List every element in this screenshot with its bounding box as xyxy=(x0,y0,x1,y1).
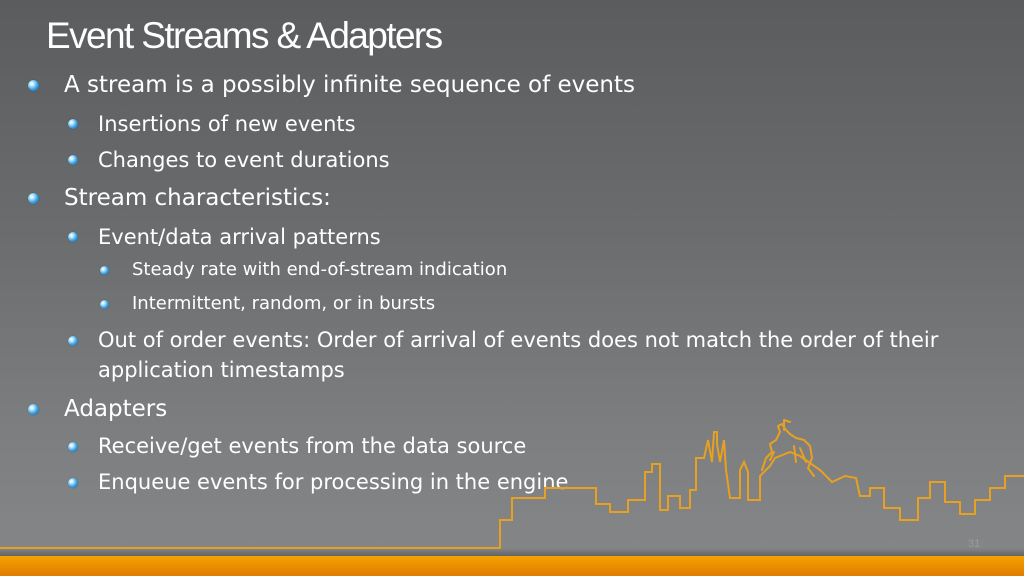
bullet-icon xyxy=(100,300,109,309)
bullet-icon xyxy=(100,266,109,275)
footer-shadow xyxy=(0,548,1024,556)
bullet-icon xyxy=(68,119,78,129)
bullet-text: Changes to event durations xyxy=(98,148,390,172)
bullet-text: Steady rate with end-of-stream indicatio… xyxy=(132,259,508,280)
slide-title: Event Streams & Adapters xyxy=(46,15,443,56)
bullet-icon xyxy=(28,193,39,204)
bullet-icon xyxy=(68,478,78,488)
bullet-text: A stream is a possibly infinite sequence… xyxy=(64,72,636,98)
footer-accent-bar xyxy=(0,556,1024,576)
bullet-text: Adapters xyxy=(64,396,168,422)
bullet-text: Stream characteristics: xyxy=(64,185,331,211)
bullet-text: Enqueue events for processing in the eng… xyxy=(98,470,569,494)
bullet-icon xyxy=(68,155,78,165)
bullet-text: Receive/get events from the data source xyxy=(98,434,527,458)
page-number: 31 xyxy=(968,538,981,550)
bullet-icon xyxy=(28,404,39,415)
bullet-icon xyxy=(28,80,39,91)
bullet-text: Intermittent, random, or in bursts xyxy=(132,293,436,314)
bullet-text-continuation: application timestamps xyxy=(98,358,345,382)
bullet-icon xyxy=(68,232,78,242)
bullet-text: Insertions of new events xyxy=(98,112,356,136)
bullet-icon xyxy=(68,442,78,452)
bullet-text: Event/data arrival patterns xyxy=(98,225,381,249)
bullet-icon xyxy=(68,336,78,346)
bullet-text: Out of order events: Order of arrival of… xyxy=(98,328,939,352)
